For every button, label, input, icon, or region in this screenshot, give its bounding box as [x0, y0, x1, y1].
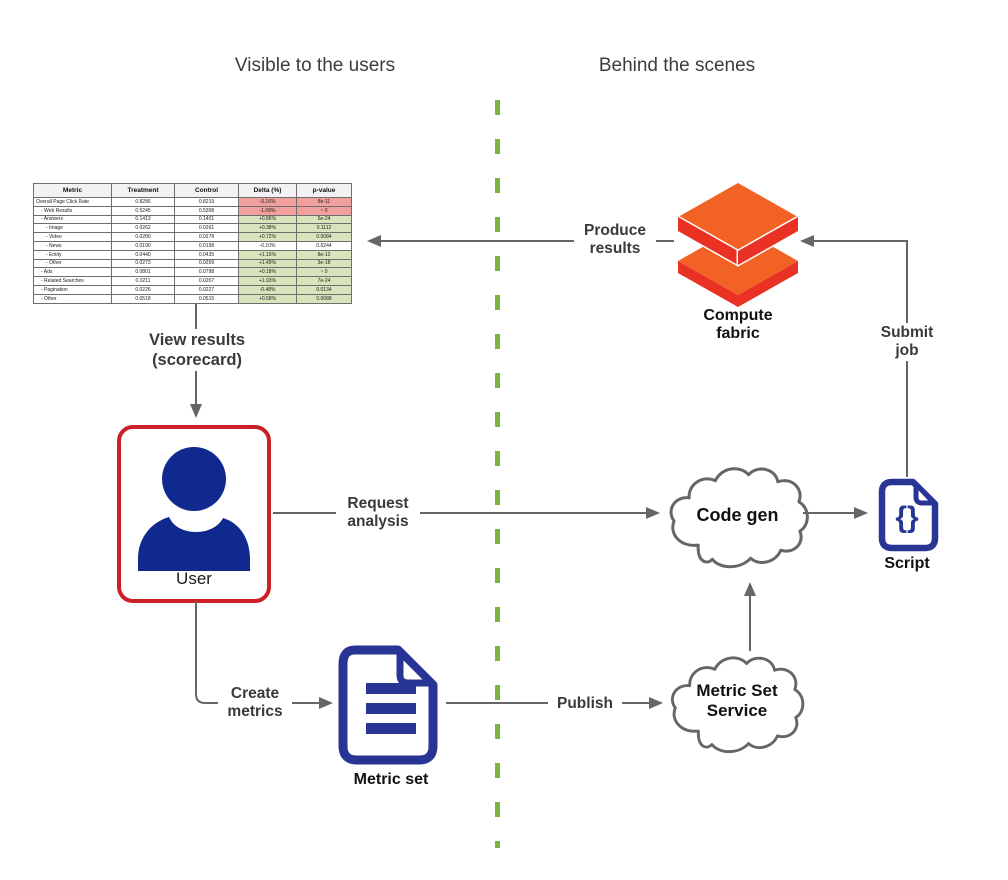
edge-create-metrics: [195, 601, 333, 709]
scorecard-column-header: Treatment: [111, 183, 175, 198]
user-icon: [138, 447, 250, 571]
compute-fabric-icon: [678, 183, 798, 307]
scorecard-column-header: Metric: [33, 183, 112, 198]
request-analysis-label: Request analysis: [336, 494, 420, 532]
script-icon: {}: [878, 478, 939, 552]
user-node-label: User: [176, 569, 212, 588]
create-metrics-label: Create metrics: [218, 684, 292, 722]
view-results-label: View results (scorecard): [128, 329, 266, 371]
edge-submit-job: [800, 235, 908, 477]
submit-job-label: Submit job: [876, 323, 938, 361]
metric-set-icon: [338, 645, 438, 765]
user-node: [117, 425, 271, 603]
scorecard-column-header: p-value: [296, 183, 352, 198]
section-title-visible: Visible to the users: [234, 55, 396, 76]
section-divider-dashed-line: [495, 100, 500, 848]
compute-fabric-label: Compute fabric: [703, 307, 773, 342]
code-gen-label: Code gen: [696, 505, 779, 525]
scorecard-column-header: Delta (%): [238, 183, 297, 198]
code-gen-cloud: [669, 467, 809, 569]
metric-set-service-label: Metric Set Service: [696, 681, 778, 720]
table-cell: 0.0088: [296, 293, 352, 304]
section-title-behind: Behind the scenes: [598, 55, 756, 76]
metric-set-service-cloud: [670, 656, 805, 754]
publish-label: Publish: [548, 694, 622, 714]
produce-results-label: Produce results: [574, 221, 656, 259]
metric-set-label: Metric set: [353, 771, 429, 788]
curly-braces-glyph: {}: [895, 501, 919, 534]
script-label: Script: [884, 555, 930, 572]
scorecard-column-header: Control: [174, 183, 239, 198]
